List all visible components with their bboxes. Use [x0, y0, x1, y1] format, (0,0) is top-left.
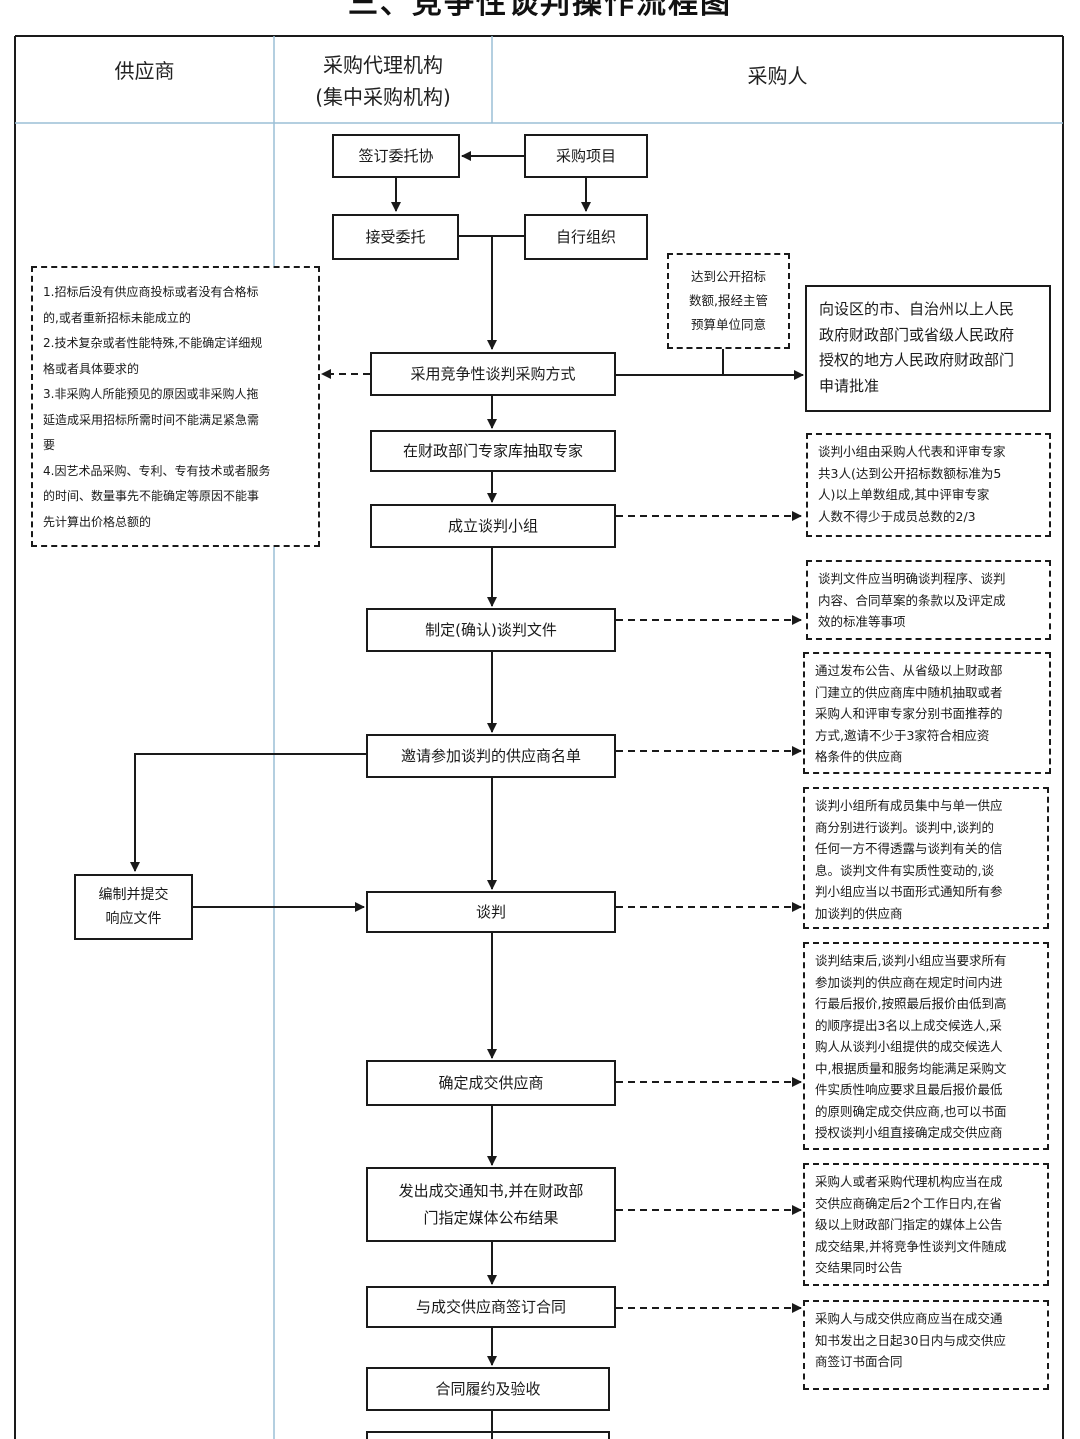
- step-adopt-method: 采用竞争性谈判采购方式: [370, 352, 616, 396]
- note-negotiate-rules: 谈判小组所有成员集中与单一供应 商分别进行谈判。谈判中,谈判的 任何一方不得透露…: [803, 787, 1049, 929]
- column-header-agency: 采购代理机构 (集中采购机构): [274, 49, 492, 113]
- arrow-invite-to-response: [130, 753, 366, 872]
- note-contract-deadline: 采购人与成交供应商应当在成交通 知书发出之日起30日内与成交供应 商签订书面合同: [803, 1300, 1049, 1390]
- step-invite-list: 邀请参加谈判的供应商名单: [366, 734, 616, 778]
- step-negotiate: 谈判: [366, 891, 616, 933]
- step-perform-accept: 合同履约及验收: [366, 1367, 610, 1411]
- step-accept-entrust: 接受委托: [332, 214, 459, 260]
- step-next-partial: [366, 1431, 610, 1439]
- note-conditions: 1.招标后没有供应商投标或者没有合格标 的,或者重新招标未能成立的 2.技术复杂…: [31, 266, 320, 547]
- note-threshold: 达到公开招标 数额,报经主管 预算单位同意: [667, 253, 790, 349]
- column-header-purchaser: 采购人: [747, 64, 808, 88]
- note-announce: 采购人或者采购代理机构应当在成 交供应商确定后2个工作日内,在省 级以上财政部门…: [803, 1163, 1049, 1286]
- column-header-supplier: 供应商: [114, 59, 175, 83]
- step-self-organize: 自行组织: [524, 214, 648, 260]
- note-invite-method: 通过发布公告、从省级以上财政部 门建立的供应商库中随机抽取或者 采购人和评审专家…: [803, 652, 1051, 774]
- column-header-agency-line1: 采购代理机构: [323, 53, 443, 77]
- solid-connectors: [130, 151, 804, 1439]
- step-form-team: 成立谈判小组: [370, 504, 616, 548]
- page-title: 三、竞争性谈判操作流程图: [348, 0, 732, 21]
- step-sign-entrust: 签订委托协: [332, 134, 460, 178]
- step-determine-supplier: 确定成交供应商: [366, 1060, 616, 1106]
- step-prepare-response: 编制并提交 响应文件: [74, 874, 193, 940]
- dashed-connectors: [321, 369, 802, 1313]
- note-apply-approval: 向设区的市、自治州以上人民 政府财政部门或省级人民政府 授权的地方人民政府财政部…: [805, 285, 1051, 412]
- step-sign-contract: 与成交供应商签订合同: [366, 1286, 616, 1328]
- step-prepare-response-line2: 响应文件: [105, 911, 162, 927]
- column-header-agency-line2: (集中采购机构): [315, 85, 451, 109]
- step-issue-notice-line1: 发出成交通知书,并在财政部: [398, 1181, 584, 1200]
- step-make-docs: 制定(确认)谈判文件: [366, 608, 616, 652]
- step-issue-notice-line2: 门指定媒体公布结果: [423, 1208, 559, 1227]
- note-team-composition: 谈判小组由采购人代表和评审专家 共3人(达到公开招标数额标准为5 人)以上单数组…: [806, 433, 1051, 537]
- note-final-quote: 谈判结束后,谈判小组应当要求所有 参加谈判的供应商在规定时间内进 行最后报价,按…: [803, 942, 1049, 1150]
- step-prepare-response-line1: 编制并提交: [98, 887, 169, 903]
- step-draw-experts: 在财政部门专家库抽取专家: [370, 430, 616, 472]
- note-docs-content: 谈判文件应当明确谈判程序、谈判 内容、合同草案的条款以及评定成 效的标准等事项: [806, 560, 1051, 640]
- step-purchase-project: 采购项目: [524, 134, 648, 178]
- step-issue-notice: 发出成交通知书,并在财政部 门指定媒体公布结果: [366, 1167, 616, 1242]
